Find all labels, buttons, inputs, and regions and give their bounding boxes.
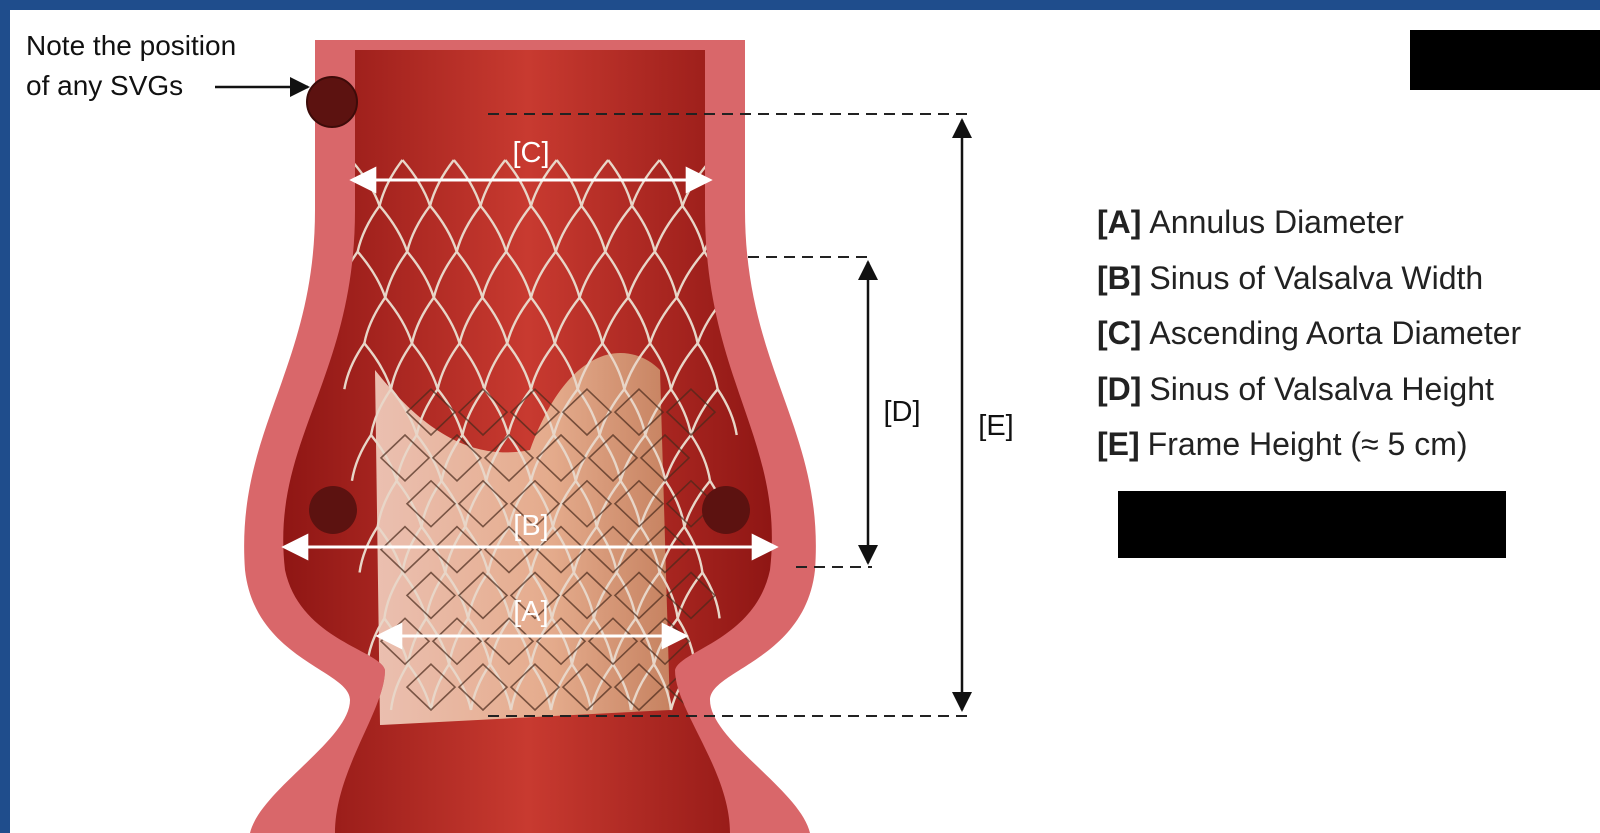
legend-item-e: [E]Frame Height (≈ 5 cm) — [1097, 424, 1521, 480]
svg-graft-marker-icon — [307, 77, 357, 127]
redaction-box-middle — [1118, 491, 1506, 558]
legend-key: [B] — [1097, 260, 1141, 296]
legend-key: [A] — [1097, 204, 1141, 240]
legend-item-a: [A]Annulus Diameter — [1097, 202, 1521, 258]
legend-text: Frame Height (≈ 5 cm) — [1148, 426, 1468, 462]
note-line-1: Note the position — [26, 26, 236, 66]
legend-text: Sinus of Valsalva Width — [1149, 260, 1483, 296]
legend-key: [E] — [1097, 426, 1140, 462]
legend-item-d: [D]Sinus of Valsalva Height — [1097, 369, 1521, 425]
note-line-2: of any SVGs — [26, 66, 236, 106]
redaction-box-top — [1410, 30, 1600, 90]
dimension-e-label: [E] — [978, 410, 1013, 442]
legend-item-b: [B]Sinus of Valsalva Width — [1097, 258, 1521, 314]
svg-graft-marker-icon — [309, 486, 357, 534]
legend-text: Ascending Aorta Diameter — [1149, 315, 1521, 351]
dimension-legend: [A]Annulus Diameter [B]Sinus of Valsalva… — [1097, 202, 1521, 480]
dimension-a-label: [A] — [513, 596, 548, 628]
legend-key: [C] — [1097, 315, 1141, 351]
legend-item-c: [C]Ascending Aorta Diameter — [1097, 313, 1521, 369]
dimension-d-label: [D] — [883, 396, 920, 428]
diagram-slide: [C] [B] [A] [D] [E] Note the position of… — [10, 10, 1600, 833]
legend-key: [D] — [1097, 371, 1141, 407]
dimension-b-label: [B] — [513, 510, 548, 542]
dimension-c-label: [C] — [512, 137, 549, 169]
svg-position-note: Note the position of any SVGs — [26, 26, 236, 106]
legend-text: Annulus Diameter — [1149, 204, 1403, 240]
legend-text: Sinus of Valsalva Height — [1149, 371, 1493, 407]
svg-graft-marker-icon — [702, 486, 750, 534]
